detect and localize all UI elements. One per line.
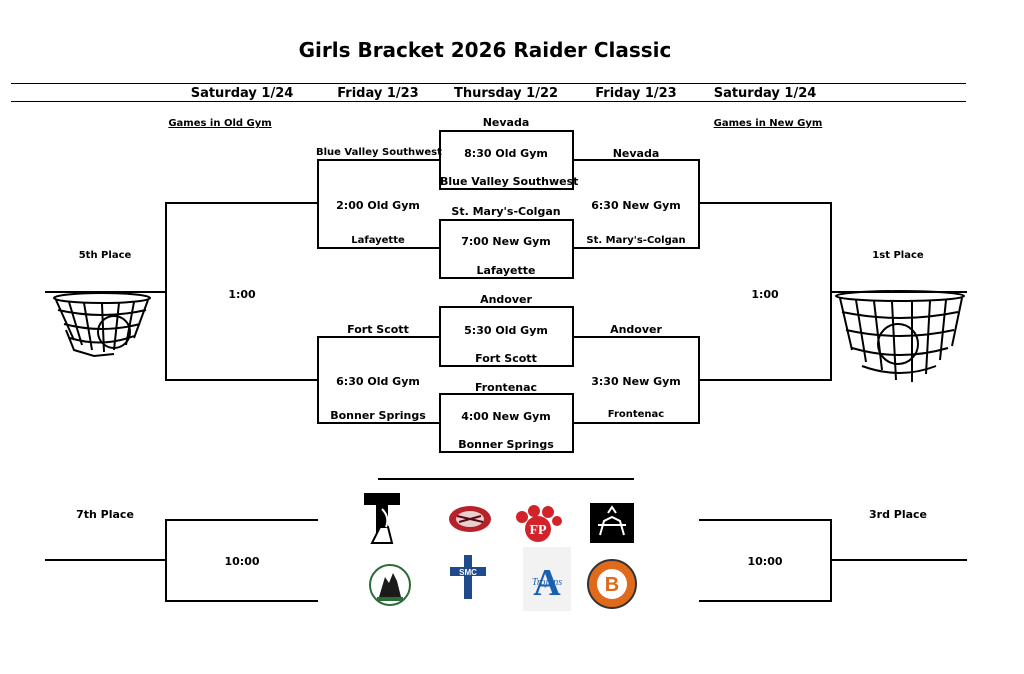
day-center: Thursday 1/22 [453,86,559,101]
third-final-line [830,559,967,561]
cons-lower-bottom-line [317,422,440,424]
win-upper-bottom-line [574,247,700,249]
fifth-bottom-line [165,379,318,381]
first-place-label: 1st Place [872,250,924,261]
game3-time: 5:30 Old Gym [464,324,548,337]
game1-box [439,130,574,190]
cons-lower-vline [317,336,319,423]
win-upper-top-team: Nevada [612,147,660,160]
game3-bottom-team: Fort Scott [475,352,537,365]
game2-time: 7:00 New Gym [461,235,551,248]
knight-horse-logo-icon [590,503,634,543]
game4-time: 4:00 New Gym [461,410,551,423]
cons-upper-vline [317,159,319,248]
game1-time: 8:30 Old Gym [464,147,548,160]
day-left-outer: Saturday 1/24 [190,86,294,101]
cons-upper-top-line [317,159,440,161]
third-bottom-line [699,600,832,602]
gym-note-right: Games in New Gym [713,118,823,129]
svg-text:Trojans: Trojans [532,577,562,588]
bonner-springs-wolf-logo-icon [369,564,411,606]
win-lower-top-line [574,336,700,338]
win-upper-time: 6:30 New Gym [591,199,681,212]
first-place-time: 1:00 [751,288,779,301]
fifth-place-time: 1:00 [228,288,256,301]
third-place-time: 10:00 [747,555,783,568]
gym-note-left: Games in Old Gym [168,118,272,129]
cons-lower-time: 6:30 Old Gym [336,375,420,388]
win-upper-top-line [574,159,700,161]
game1-bottom-team: Blue Valley Southwest [440,175,579,188]
cons-upper-top-team: Blue Valley Southwest [316,147,442,158]
day-right-inner: Friday 1/23 [595,86,677,101]
win-lower-time: 3:30 New Gym [591,375,681,388]
first-bottom-line [699,379,832,381]
game1-top-team: Nevada [482,116,530,129]
cons-upper-bottom-team: Lafayette [351,235,405,246]
fifth-vline [165,202,167,380]
svg-text:A: A [533,562,561,604]
third-place-label: 3rd Place [868,508,928,521]
cons-upper-bottom-line [317,247,440,249]
win-upper-bottom-team: St. Mary's-Colgan [586,235,686,246]
cons-lower-top-team: Fort Scott [347,323,409,336]
page-title: Girls Bracket 2026 Raider Classic [298,38,672,62]
win-lower-bottom-team: Frontenac [607,409,665,420]
first-top-line [699,202,832,204]
header-rule-top [11,83,966,84]
win-lower-bottom-line [574,422,700,424]
frontenac-paw-logo-icon: FP [516,505,562,542]
andover-trojans-logo-icon: A Trojans [523,547,571,611]
logo-divider [378,478,634,480]
cons-lower-bottom-team: Bonner Springs [330,409,426,422]
seventh-vline [165,519,167,601]
seventh-final-line [45,559,166,561]
basketball-net-icon-left [53,292,151,358]
fifth-final-line [45,291,166,293]
win-lower-top-team: Andover [610,323,662,336]
seventh-place-label: 7th Place [76,508,134,521]
game3-box [439,306,574,367]
game4-bottom-team: Bonner Springs [458,438,554,451]
game2-top-team: St. Mary's-Colgan [451,205,561,218]
basketball-net-icon-right [835,290,965,382]
svg-text:SMC: SMC [459,568,477,577]
seventh-bottom-line [165,600,318,602]
seventh-place-time: 10:00 [224,555,260,568]
fort-scott-tiger-logo-icon [364,493,400,544]
svg-text:B: B [605,574,619,596]
game2-bottom-team: Lafayette [476,264,536,277]
blue-valley-b-logo-icon: B [587,559,637,609]
smc-cross-logo-icon: SMC [450,555,486,599]
game4-top-team: Frontenac [474,381,538,394]
tiger-head-logo-icon [449,506,491,532]
cons-upper-time: 2:00 Old Gym [336,199,420,212]
cons-lower-top-line [317,336,440,338]
fifth-top-line [165,202,318,204]
day-left-inner: Friday 1/23 [337,86,419,101]
seventh-top-line [165,519,318,521]
third-top-line [699,519,832,521]
header-rule-bottom [11,101,966,102]
game4-box [439,393,574,453]
fifth-place-label: 5th Place [78,250,132,261]
game3-top-team: Andover [480,293,532,306]
day-right-outer: Saturday 1/24 [713,86,817,101]
game2-box [439,219,574,279]
svg-text:FP: FP [529,523,547,538]
